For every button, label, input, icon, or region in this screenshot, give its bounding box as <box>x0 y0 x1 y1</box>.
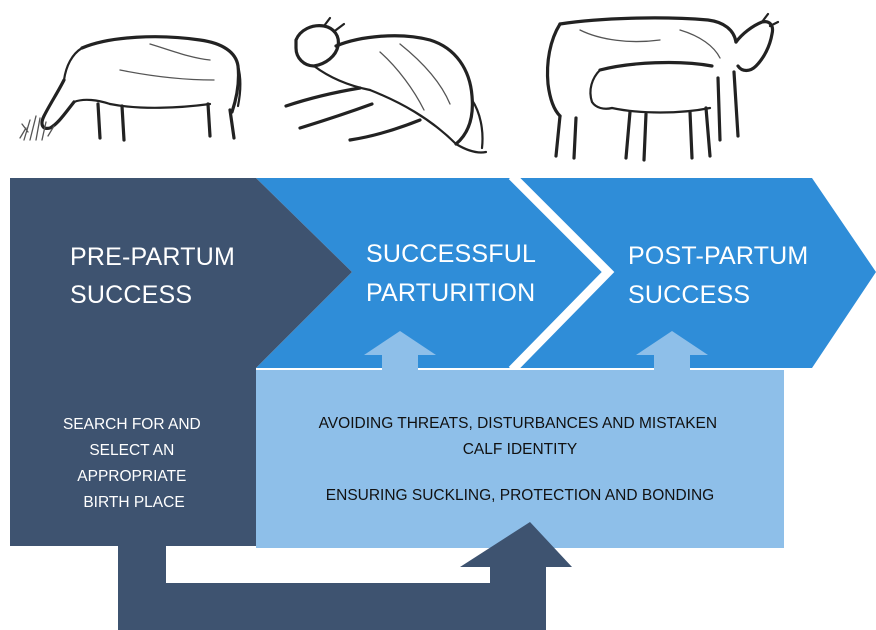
pre-partum-requirement-text: SEARCH FOR AND SELECT AN APPROPRIATE BIR… <box>63 416 205 511</box>
stage-title-parturition: SUCCESSFUL PARTURITION <box>366 240 542 307</box>
grazing-cow-icon <box>19 35 242 142</box>
up-arrow-post-partum <box>636 331 708 372</box>
shared-requirement-bonding: ENSURING SUCKLING, PROTECTION AND BONDIN… <box>326 487 714 504</box>
up-arrow-parturition <box>364 331 436 372</box>
cow-and-calf-icon <box>545 12 780 162</box>
shared-requirements-box <box>256 370 784 548</box>
stage-title-pre-partum: PRE-PARTUM SUCCESS <box>70 243 242 309</box>
chevron-divider <box>508 172 615 374</box>
calving-cow-icon <box>284 16 488 154</box>
post-partum-chevron <box>520 178 876 368</box>
parturition-chevron <box>256 178 606 368</box>
pre-partum-panel <box>10 178 352 546</box>
stage-title-post-partum: POST-PARTUM SUCCESS <box>628 242 816 309</box>
feedback-loop-arrow <box>118 522 572 630</box>
shared-requirement-threats: AVOIDING THREATS, DISTURBANCES AND MISTA… <box>319 415 722 458</box>
